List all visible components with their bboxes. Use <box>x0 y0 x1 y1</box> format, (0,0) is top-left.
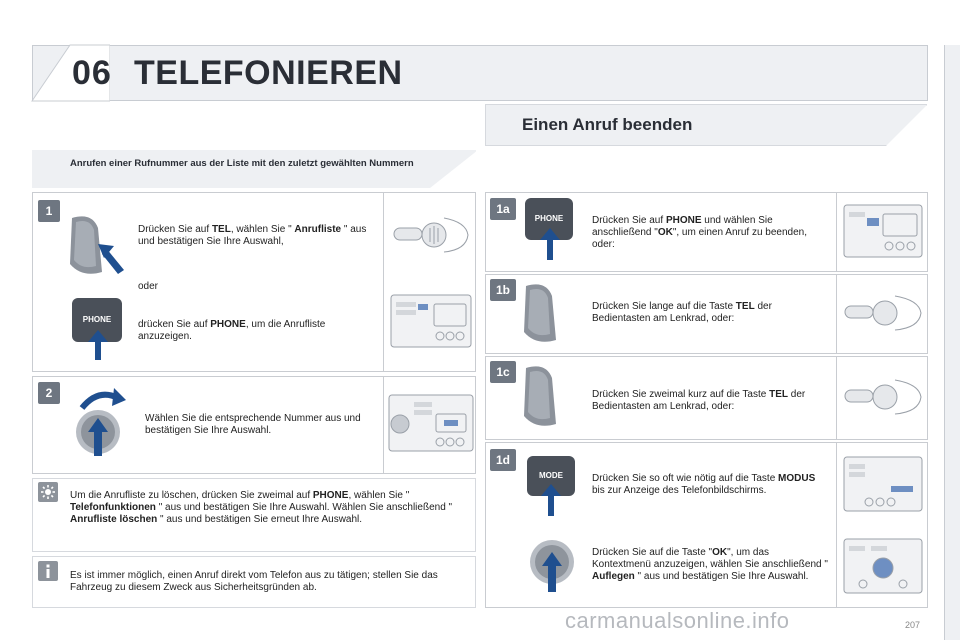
stalk-icon <box>393 217 469 253</box>
radio-unit-icon <box>843 456 923 512</box>
step1d-illustration <box>836 442 928 608</box>
step1d-badge: 1d <box>490 449 516 471</box>
step1b-text: Drücken Sie lange auf die Taste TEL der … <box>592 301 772 324</box>
section-title: Einen Anruf beenden <box>522 115 693 134</box>
info-panel <box>32 556 476 608</box>
page-number: 207 <box>905 620 921 630</box>
step1d-text2: Drücken Sie auf die Taste "OK", um das K… <box>592 547 828 582</box>
chapter-number: 06 <box>72 54 112 92</box>
radio-unit-icon <box>388 394 474 452</box>
arrow-up-icon <box>88 330 108 360</box>
intro-corner <box>430 150 478 188</box>
steering-control-icon <box>70 216 124 274</box>
tip-icon <box>38 482 58 502</box>
step2-badge: 2 <box>38 382 60 404</box>
stalk-icon <box>844 379 922 415</box>
arrow-up-icon <box>540 228 560 260</box>
step1-badge: 1 <box>38 200 60 222</box>
section-title-box <box>485 104 927 146</box>
step1b-badge: 1b <box>490 279 516 301</box>
right-margin-bar <box>944 45 960 640</box>
steering-control-icon <box>524 284 556 342</box>
step2-illustration <box>383 376 476 474</box>
radio-unit-icon <box>843 204 923 258</box>
step1-text: Drücken Sie auf TEL, wählen Sie " Anrufl… <box>138 224 367 247</box>
step1b-illustration <box>836 274 928 354</box>
knob-rotate-icon <box>76 388 126 456</box>
tip-text: Um die Anrufliste zu löschen, drücken Si… <box>70 490 453 525</box>
step1a-illustration <box>836 192 928 272</box>
chapter-chevron <box>31 44 110 102</box>
stalk-icon <box>844 295 922 331</box>
step1a-badge: 1a <box>490 198 516 220</box>
arrow-up-icon <box>541 484 561 516</box>
step1-text2: drücken Sie auf PHONE, um die Anrufliste… <box>138 319 326 342</box>
section-title-corner <box>886 104 928 146</box>
header-band <box>32 45 928 101</box>
radio-unit-icon <box>843 538 923 594</box>
step1d-text: Drücken Sie so oft wie nötig auf die Tas… <box>592 473 816 496</box>
step1c-badge: 1c <box>490 361 516 383</box>
steering-control-icon <box>524 366 556 426</box>
step1c-illustration <box>836 356 928 440</box>
step1-illustration <box>383 192 476 372</box>
knob-press-icon <box>530 540 574 592</box>
watermark: carmanualsonline.info <box>565 608 790 633</box>
tip-panel <box>32 478 476 552</box>
info-icon <box>38 561 58 581</box>
radio-unit-icon <box>390 294 472 348</box>
intro-box <box>32 150 476 188</box>
step2-text: Wählen Sie die entsprechende Nummer aus … <box>145 413 361 436</box>
step1-or: oder <box>138 281 159 292</box>
chapter-title: TELEFONIEREN <box>134 54 403 92</box>
step1a-text: Drücken Sie auf PHONE und wählen Sie ans… <box>592 215 808 250</box>
intro-text: Anrufen einer Rufnummer aus der Liste mi… <box>70 158 414 169</box>
step1c-text: Drücken Sie zweimal kurz auf die Taste T… <box>592 389 806 412</box>
info-text: Es ist immer möglich, einen Anruf direkt… <box>70 570 438 593</box>
